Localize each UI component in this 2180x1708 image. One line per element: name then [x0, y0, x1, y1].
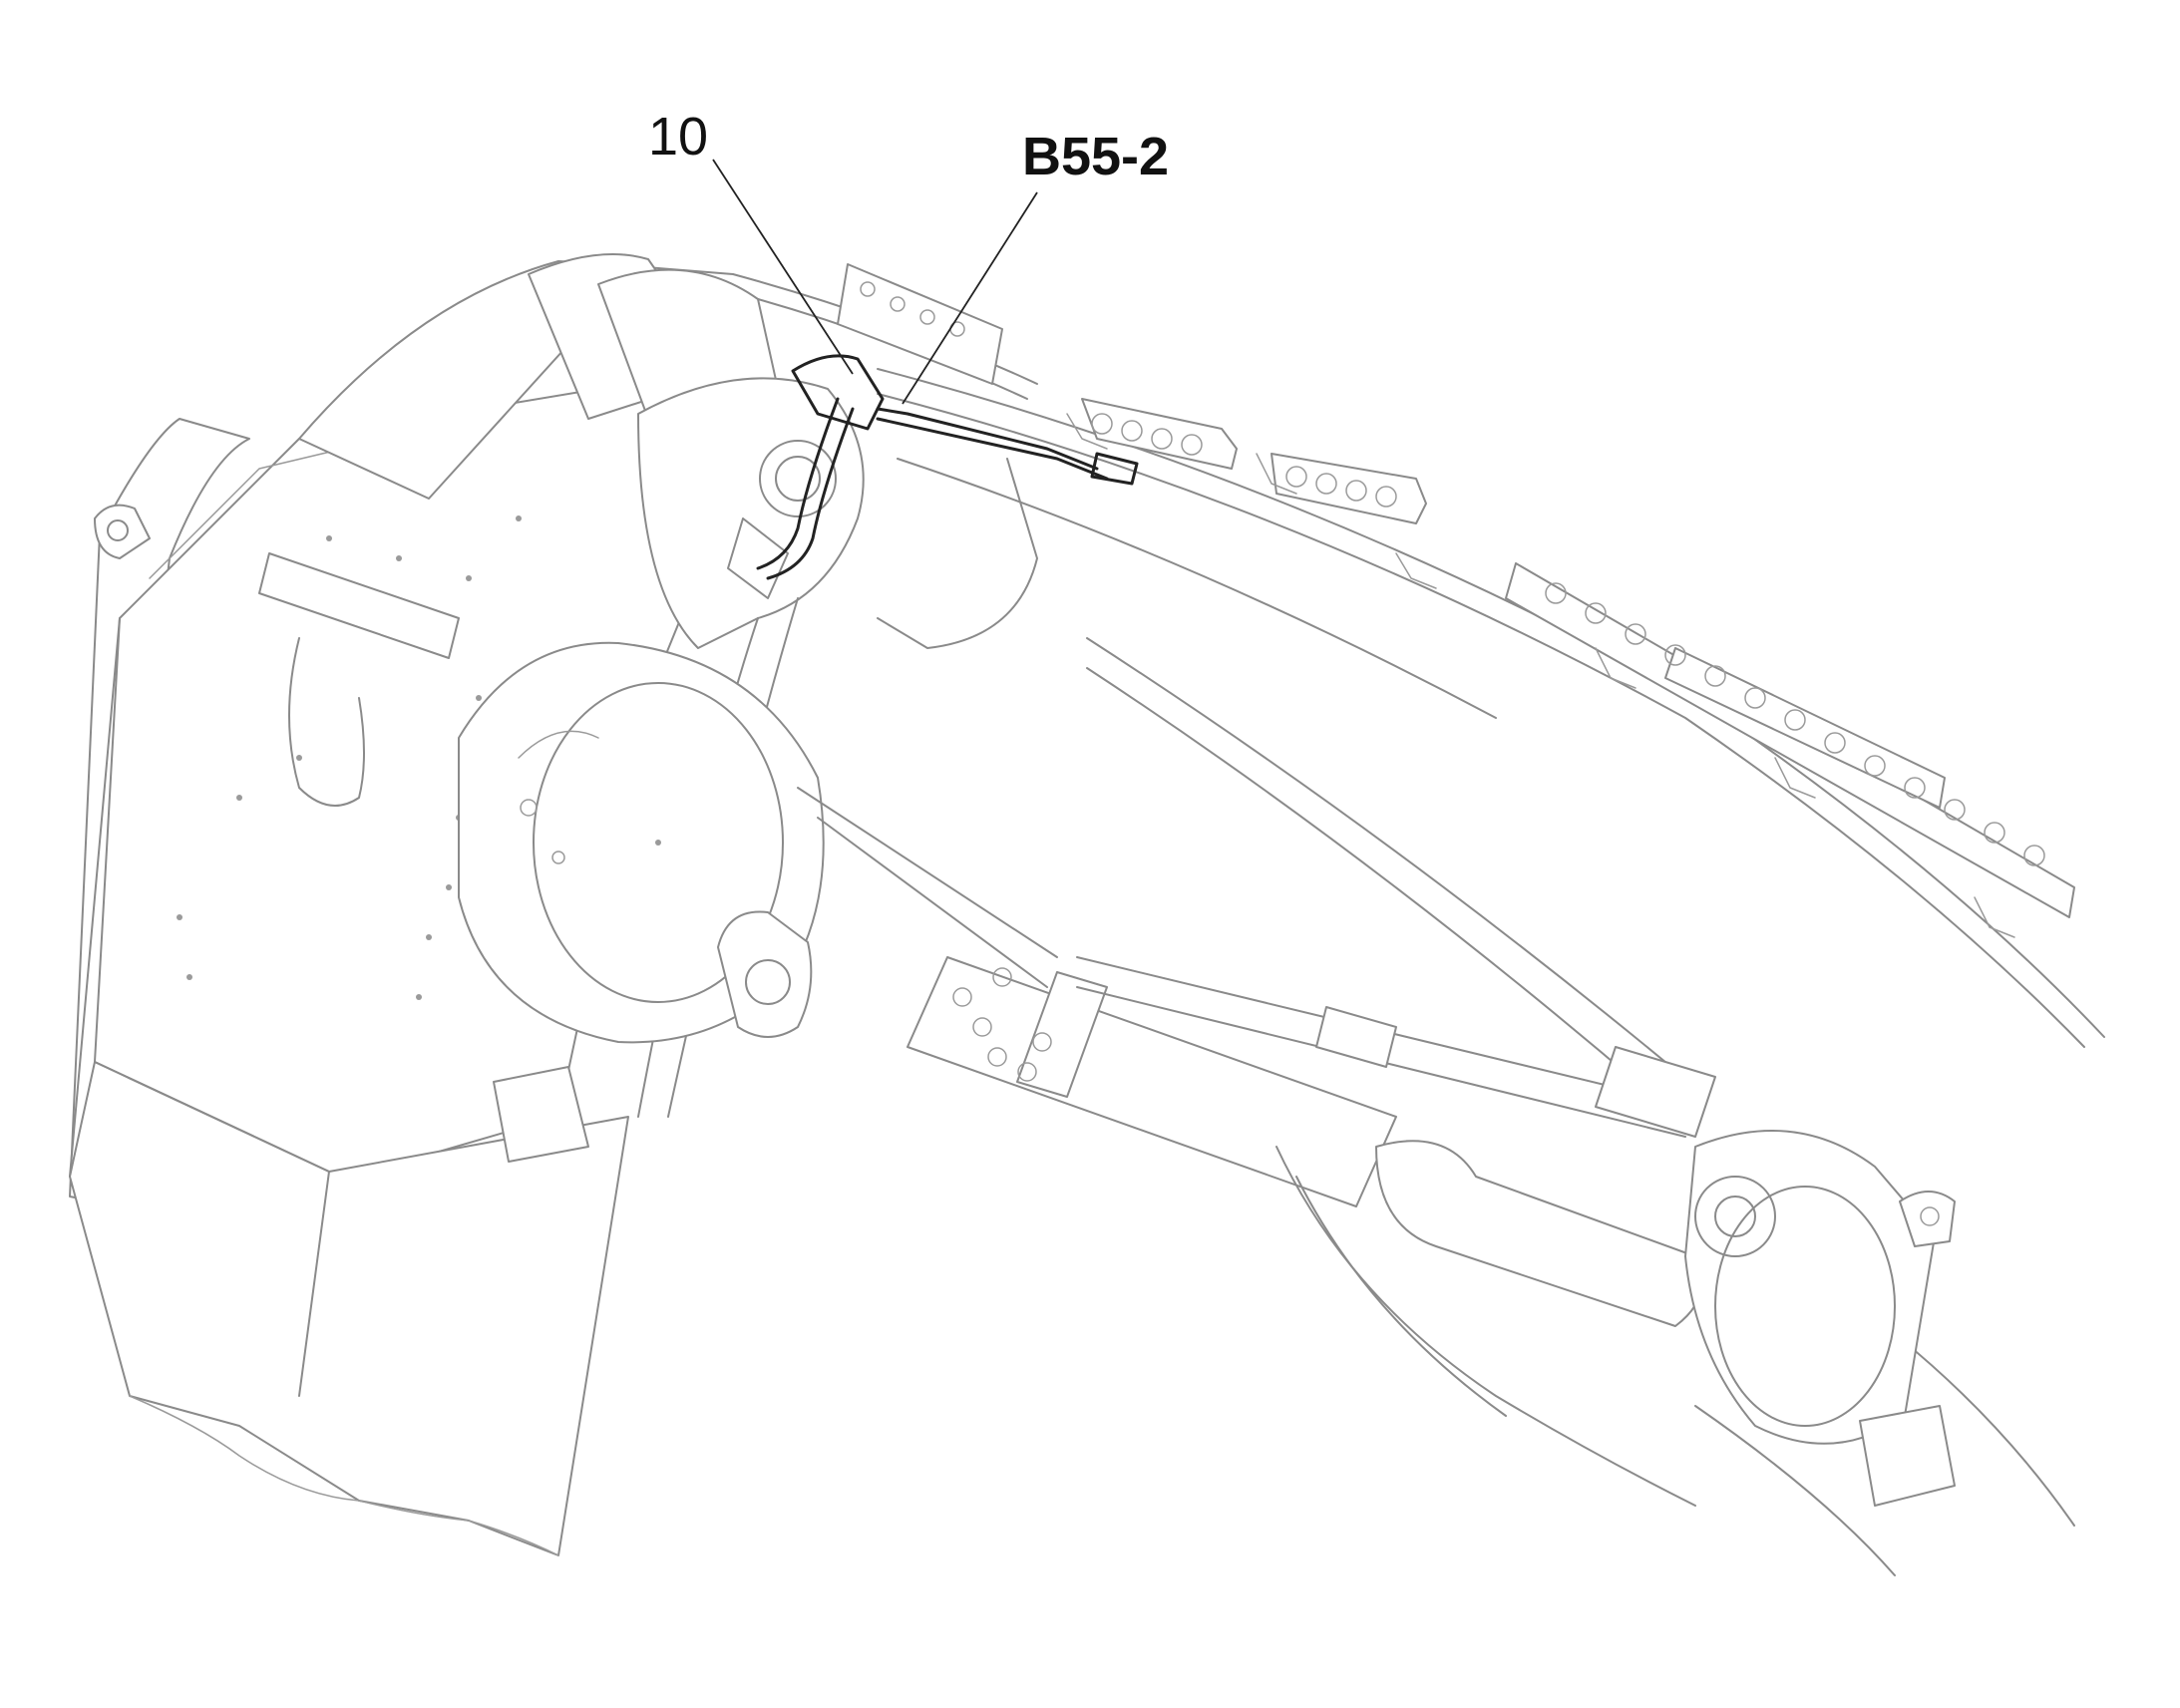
pivot-disc-inner — [533, 682, 784, 1003]
frame-bar — [258, 552, 460, 659]
sensor-cable — [876, 407, 1099, 471]
callout-labels: 10 B55-2 — [648, 107, 1169, 186]
tooth-bracket-4 — [1664, 647, 1946, 809]
sensor-wire-inner — [756, 397, 840, 570]
hydraulic-cylinder — [717, 787, 1716, 1327]
tooth-bracket-2 — [1271, 453, 1427, 524]
upper-frame — [602, 263, 1696, 1108]
bearing-housing — [637, 377, 865, 649]
right-disc-outer — [1684, 1130, 1936, 1445]
right-disc-ear — [1899, 1191, 1956, 1247]
callout-sensor-label: B55-2 — [1022, 127, 1169, 186]
frame-handle — [288, 637, 365, 807]
leader-part-10 — [712, 159, 854, 375]
cylinder-clamp-2 — [1595, 1046, 1716, 1138]
right-disc-inner — [1714, 1186, 1896, 1427]
right-bracket — [1859, 1405, 1956, 1507]
sensor-connector — [1090, 452, 1139, 486]
upper-arm — [298, 253, 865, 1118]
callout-part-number: 10 — [648, 107, 708, 167]
sensor-assembly-highlight — [756, 354, 1139, 580]
pivot-disc-right — [1275, 1130, 1956, 1507]
wheel-rim — [877, 368, 2105, 1576]
leader-b55-2 — [902, 191, 1038, 405]
frame-lower-panel — [69, 1061, 629, 1556]
cylinder-flange — [1016, 971, 1108, 1098]
frame-bracket — [493, 1066, 589, 1163]
right-disc-hub — [1694, 1176, 1776, 1257]
cylinder-rod-end — [1375, 1140, 1703, 1327]
tooth-bracket-1 — [1081, 398, 1238, 470]
bearing-hub — [775, 456, 821, 502]
frame-ear-left — [94, 504, 151, 559]
cylinder-clamp-1 — [1315, 1006, 1397, 1068]
bucket-teeth-row — [837, 263, 2075, 938]
cylinder-body — [907, 956, 1397, 1207]
cylinder-mount — [717, 910, 813, 1038]
callout-leaders — [712, 159, 1038, 405]
tooth-mount-plate — [837, 263, 1003, 385]
tooth-bracket-3 — [1505, 562, 2075, 918]
